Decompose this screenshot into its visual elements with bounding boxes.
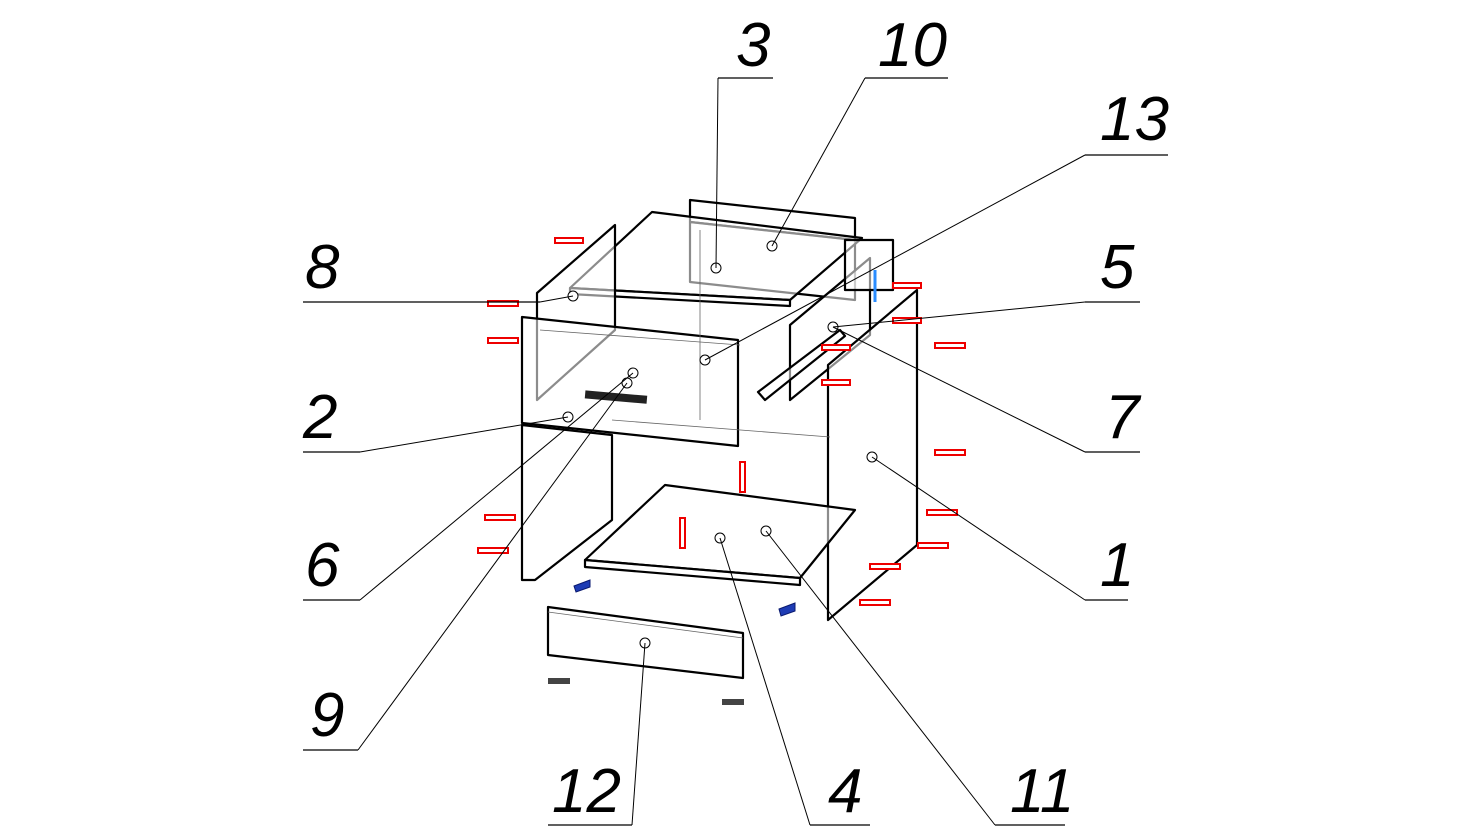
callout-labels: 3 10 13 8 5 2 7 6 1 9 12 4 11 (302, 11, 1169, 826)
leg-icon (548, 678, 570, 684)
part-bottom-shelf-edge (583, 558, 802, 587)
part-drawer-back-right (843, 238, 895, 292)
callout-11: 11 (1010, 757, 1074, 826)
callout-1: 1 (1100, 531, 1134, 600)
callout-6: 6 (305, 531, 340, 600)
furniture-parts (477, 198, 966, 705)
callout-13: 13 (1100, 85, 1169, 154)
callout-12: 12 (552, 757, 621, 826)
part-handle (584, 390, 648, 404)
part-side-left (520, 423, 614, 582)
callout-7: 7 (1105, 383, 1142, 452)
callout-8: 8 (305, 233, 340, 302)
support-foot-icon (573, 579, 591, 593)
support-foot-icon (778, 602, 796, 617)
leader-lines (303, 77, 1168, 826)
callout-2: 2 (302, 383, 337, 452)
callout-3: 3 (736, 11, 770, 80)
callout-9: 9 (310, 681, 344, 750)
callout-5: 5 (1100, 233, 1135, 302)
callout-4: 4 (828, 757, 862, 826)
callout-10: 10 (878, 11, 947, 80)
leg-icon (722, 699, 744, 705)
fasteners (477, 237, 966, 606)
